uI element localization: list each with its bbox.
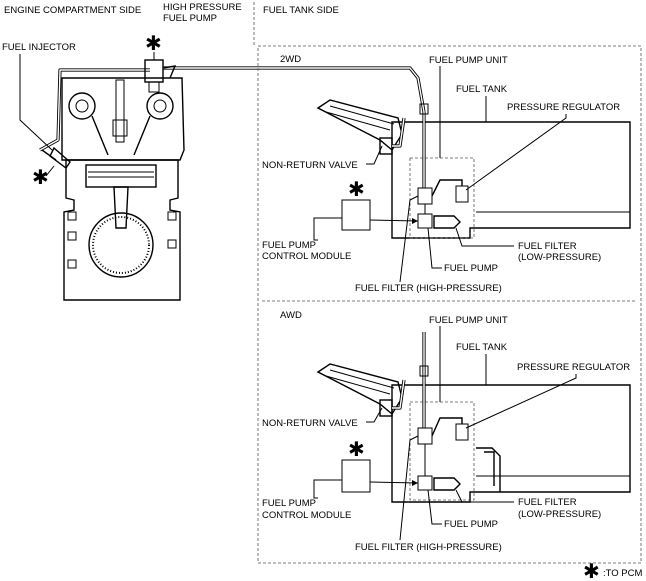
fuel-tank-label: FUEL TANK bbox=[456, 342, 508, 353]
fuel-pump-label: FUEL PUMP bbox=[444, 263, 498, 274]
fuel-filter-low-label-line2: (LOW-PRESSURE) bbox=[518, 252, 601, 263]
pressure-regulator bbox=[455, 423, 469, 441]
fuel-tank bbox=[391, 121, 631, 239]
fuel-pump-unit bbox=[409, 157, 475, 239]
fuel-filter-low-pressure bbox=[433, 477, 461, 491]
engine-assembly bbox=[39, 59, 185, 301]
fuel-tank-label: FUEL TANK bbox=[456, 84, 508, 95]
fuel-pump-unit-label: FUEL PUMP UNIT bbox=[429, 315, 508, 326]
fuel-filter-low-pressure bbox=[433, 215, 461, 229]
fuel-pump-unit-label: FUEL PUMP UNIT bbox=[429, 55, 508, 66]
hp-pump-label-line1: HIGH PRESSURE bbox=[163, 2, 242, 13]
pcm-marker-injector: ✱ bbox=[32, 165, 49, 189]
control-module-label-line2: CONTROL MODULE bbox=[262, 510, 351, 521]
pressure-regulator-label: PRESSURE REGULATOR bbox=[517, 362, 630, 373]
control-module-label-line1: FUEL PUMP bbox=[262, 240, 316, 251]
section-2wd: 2WD ✱ FUEL PUMP UNIT F bbox=[262, 54, 631, 294]
pcm-marker-control-module: ✱ bbox=[348, 437, 365, 461]
fuel-pump-unit bbox=[409, 401, 475, 501]
filler-neck bbox=[316, 99, 403, 152]
fuel-filter-low-label-line1: FUEL FILTER bbox=[518, 497, 577, 508]
section-awd: AWD ✱ FUEL PUMP UNIT FUEL TANK bbox=[262, 310, 631, 553]
non-return-valve-label: NON-RETURN VALVE bbox=[262, 418, 358, 429]
fuel-injector-label: FUEL INJECTOR bbox=[2, 42, 76, 53]
fuel-filter-high-label: FUEL FILTER (HIGH-PRESSURE) bbox=[355, 542, 502, 553]
legend-marker: ✱ bbox=[583, 559, 600, 581]
engine-side-header: ENGINE COMPARTMENT SIDE bbox=[4, 5, 141, 16]
fuel-filter-high-label: FUEL FILTER (HIGH-PRESSURE) bbox=[355, 283, 502, 294]
fuel-injector bbox=[49, 146, 71, 170]
fuel-pump bbox=[417, 213, 433, 229]
hp-pump-label-line2: FUEL PUMP bbox=[163, 13, 217, 24]
control-module-label-line2: CONTROL MODULE bbox=[262, 251, 351, 262]
fuel-filter-low-label-line1: FUEL FILTER bbox=[518, 241, 577, 252]
section-title: AWD bbox=[280, 310, 302, 321]
fuel-filter-high-pressure bbox=[417, 187, 433, 205]
tank-side-header: FUEL TANK SIDE bbox=[263, 5, 339, 16]
fuel-tank bbox=[391, 384, 631, 503]
control-module-label-line1: FUEL PUMP bbox=[262, 498, 316, 509]
tank-side-frame bbox=[257, 45, 642, 564]
fuel-filter-low-label-line2: (LOW-PRESSURE) bbox=[518, 509, 601, 520]
pcm-marker-control-module: ✱ bbox=[348, 177, 365, 201]
pressure-regulator bbox=[455, 185, 469, 203]
pressure-regulator-label: PRESSURE REGULATOR bbox=[507, 102, 620, 113]
fuel-pump-control-module bbox=[341, 459, 371, 493]
non-return-valve-label: NON-RETURN VALVE bbox=[262, 160, 358, 171]
fuel-pump bbox=[417, 475, 433, 491]
fuel-filter-high-pressure bbox=[417, 427, 433, 445]
legend-text: :TO PCM bbox=[603, 568, 642, 579]
fuel-pump-control-module bbox=[341, 199, 371, 231]
section-title: 2WD bbox=[280, 54, 301, 65]
fuel-pump-label: FUEL PUMP bbox=[444, 519, 498, 530]
pcm-marker-hp-pump: ✱ bbox=[145, 31, 162, 55]
filler-neck bbox=[316, 363, 403, 416]
